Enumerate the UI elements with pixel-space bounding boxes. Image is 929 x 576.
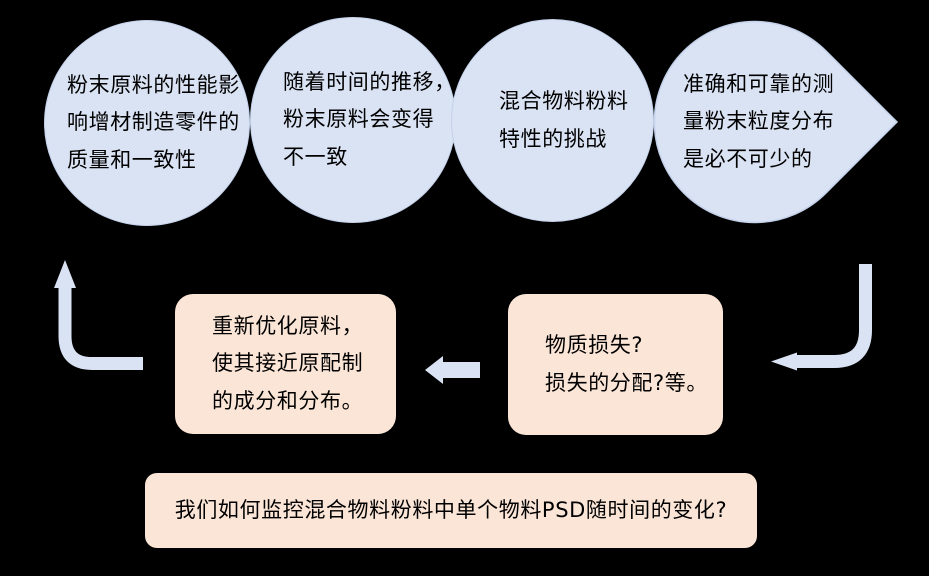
bubble-measurement-essential: 准确和可靠的测 量粉末粒度分布 是必不可少的 xyxy=(653,18,899,226)
box-text-line: 使其接近原配制 xyxy=(212,351,364,376)
bubble-text-line: 准确和可靠的测 xyxy=(683,71,835,96)
bubble-text-line: 响增材制造零件的 xyxy=(67,110,240,135)
bubble-time-inconsistency: 随着时间的推移， 粉末原料会变得 不一致 xyxy=(250,17,456,223)
box-text-line: 损失的分配?等。 xyxy=(545,370,708,395)
box-material-loss: 物质损失? 损失的分配?等。 xyxy=(508,294,723,435)
box-text-line: 重新优化原料， xyxy=(212,313,364,338)
bubble-text-line: 随着时间的推移， xyxy=(283,69,456,94)
box-monitoring-question: 我们如何监控混合物料粉料中单个物料PSD随时间的变化? xyxy=(145,473,757,548)
bubble-text-line: 不一致 xyxy=(283,144,348,169)
bubble-text-line: 粉末原料的性能影 xyxy=(67,72,240,97)
bubble-text-block: 准确和可靠的测 量粉末粒度分布 是必不可少的 xyxy=(683,18,873,226)
box-text-line: 物质损失? xyxy=(545,333,644,357)
bubble-mixture-challenge: 混合物料粉料 特性的挑战 xyxy=(451,19,654,222)
bubble-text-line: 特性的挑战 xyxy=(499,126,607,151)
teardrop-point-right-icon xyxy=(653,20,899,224)
bubble-text-line: 量粉末粒度分布 xyxy=(683,109,835,134)
elbow-arrow-up-icon xyxy=(54,260,143,370)
box-reoptimize-material: 重新优化原料， 使其接近原配制 的成分和分布。 xyxy=(175,294,396,434)
bubble-text-line: 质量和一致性 xyxy=(67,147,197,172)
elbow-arrow-down-left-icon xyxy=(771,264,872,371)
box-text-line: 的成分和分布。 xyxy=(212,388,364,413)
bubble-text-line: 混合物料粉料 xyxy=(499,89,629,113)
bubble-text-line: 粉末原料会变得 xyxy=(283,107,435,132)
bubble-text-line: 是必不可少的 xyxy=(683,146,813,171)
bubble-powder-performance: 粉末原料的性能影 响增材制造零件的 质量和一致性 xyxy=(44,20,250,226)
block-arrow-left-icon xyxy=(425,356,480,384)
question-text: 我们如何监控混合物料粉料中单个物料PSD随时间的变化? xyxy=(174,497,728,522)
